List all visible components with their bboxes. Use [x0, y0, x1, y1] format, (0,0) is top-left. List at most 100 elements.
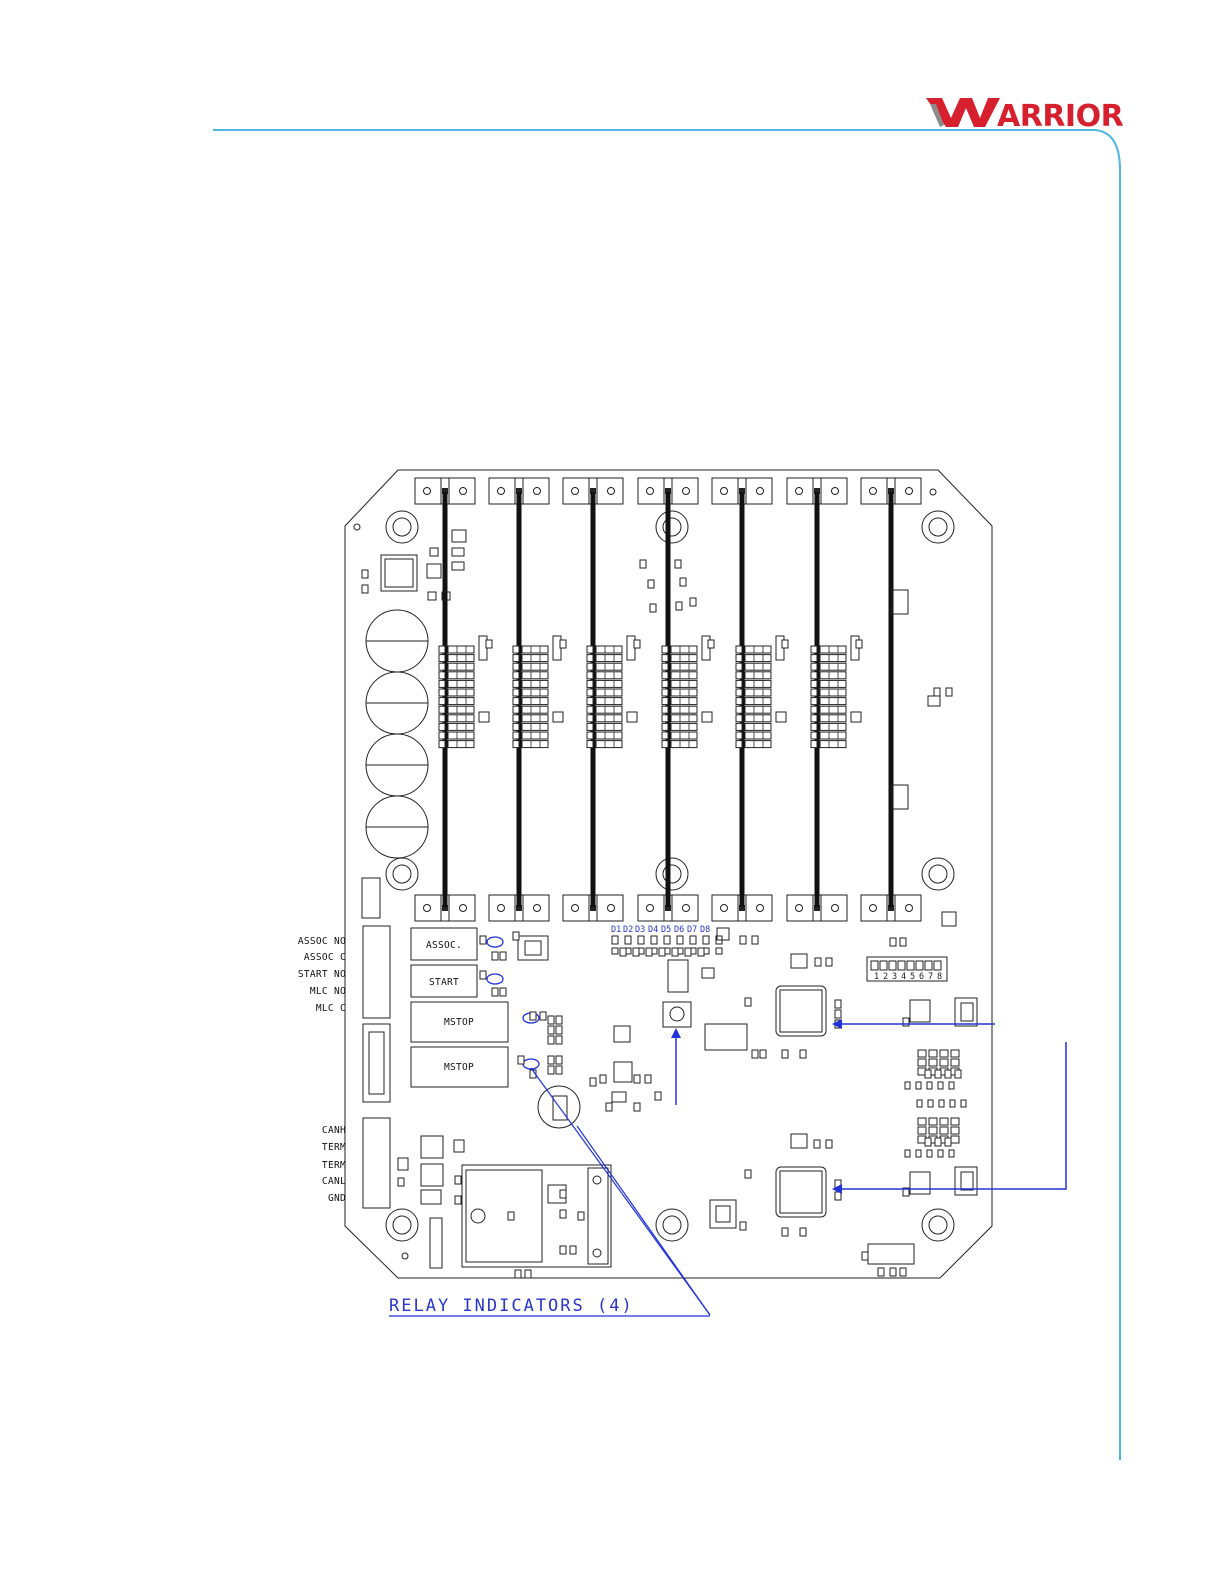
- smd-part: [856, 640, 862, 648]
- terminal-label: TERM: [322, 1142, 346, 1153]
- smd-part: [556, 1036, 562, 1044]
- relay-indicators-callout: RELAY INDICATORS (4): [389, 1296, 634, 1316]
- terminal-block-can: CANH TERM TERM CANL GND: [322, 1118, 390, 1208]
- wireless-module: [462, 1165, 611, 1267]
- smd-part: [800, 1228, 806, 1236]
- led-indicator: [487, 937, 503, 947]
- mounting-hole: [922, 511, 954, 543]
- dip-number: 2: [883, 972, 888, 982]
- smd-part: [945, 1138, 951, 1146]
- smd-part: [590, 1078, 596, 1086]
- smd-part: [455, 1176, 461, 1184]
- relay-label: ASSOC.: [426, 940, 462, 951]
- dip-cell: [916, 961, 923, 970]
- header-pins: [362, 878, 380, 918]
- smd-part: [675, 560, 681, 568]
- fiducial: [354, 524, 360, 530]
- led-pad: [664, 936, 670, 944]
- dip-number: 5: [910, 972, 915, 982]
- smd-part: [782, 1228, 788, 1236]
- smd-part: [515, 1270, 521, 1278]
- smd-part: [548, 1036, 554, 1044]
- dip-cell: [925, 961, 932, 970]
- smd-part: [708, 640, 714, 648]
- smd-part: [486, 640, 492, 648]
- smd-part: [525, 1270, 531, 1278]
- led-label: D7: [687, 925, 697, 935]
- pcb-board: ASSOC NO ASSOC C START NO MLC NO MLC C C…: [298, 470, 992, 1278]
- smd-part: [548, 1026, 554, 1034]
- smd-part: [814, 1140, 820, 1148]
- smd-part: [645, 1075, 651, 1083]
- smd-part: [760, 1050, 766, 1058]
- relay-label: MSTOP: [444, 1017, 474, 1028]
- smd-part: [680, 578, 686, 586]
- smd-part: [560, 640, 566, 648]
- smd-part: [556, 1026, 562, 1034]
- smd-part: [955, 1070, 961, 1078]
- terminal-label: CANH: [322, 1125, 346, 1136]
- terminal-block-io: ASSOC NO ASSOC C START NO MLC NO MLC C: [298, 926, 390, 1018]
- terminal-label: MLC NO: [310, 986, 346, 997]
- smd-part: [500, 952, 506, 960]
- smd-part: [745, 998, 751, 1006]
- smd-part: [530, 1012, 536, 1020]
- relay-label: MSTOP: [444, 1062, 474, 1073]
- dip-cell: [889, 961, 896, 970]
- smd-part: [398, 1178, 404, 1186]
- dip-number: 6: [919, 972, 924, 982]
- brand-wordmark: ARRIOR: [997, 99, 1124, 134]
- mounting-hole: [922, 1209, 954, 1241]
- smd-part: [500, 988, 506, 996]
- relay-label: START: [429, 977, 459, 988]
- regulator-ic: [427, 564, 441, 578]
- dip-number: 3: [892, 972, 897, 982]
- smd-part: [740, 1222, 746, 1230]
- smd-part: [935, 1070, 941, 1078]
- smd-part: [925, 1138, 931, 1146]
- smd-part: [634, 1103, 640, 1111]
- mounting-hole: [386, 1209, 418, 1241]
- smd-part: [659, 948, 665, 956]
- callout-leader: [577, 1126, 710, 1315]
- resistor-row: [905, 1082, 954, 1089]
- led-label: D5: [661, 925, 671, 935]
- smd-part: [492, 952, 498, 960]
- led-row: D1 D2 D3 D4 D5 D6 D7 D8: [611, 925, 722, 954]
- resistor-row: [917, 1100, 966, 1107]
- smd-part: [752, 936, 758, 944]
- smd-part: [600, 1075, 606, 1083]
- smd-part: [676, 602, 682, 610]
- smd-part: [560, 1210, 566, 1218]
- smd-part: [556, 1066, 562, 1074]
- smd-part: [672, 948, 678, 956]
- smd-part: [508, 1212, 514, 1220]
- smd-part: [633, 948, 639, 956]
- smd-part: [556, 1056, 562, 1064]
- relays: ASSOC. START MSTOP MSTOP: [411, 928, 548, 1087]
- smd-part: [890, 1268, 896, 1276]
- smd-part: [745, 1170, 751, 1178]
- terminal-label: MLC C: [316, 1003, 346, 1014]
- dip-number: 4: [901, 972, 906, 982]
- pushbutton: [663, 960, 714, 1027]
- smd-part: [782, 640, 788, 648]
- smd-part: [634, 640, 640, 648]
- warrior-logo: ARRIOR: [926, 98, 1124, 134]
- mounting-hole: [656, 1209, 688, 1241]
- smd-part: [934, 688, 940, 696]
- smd-part: [548, 1056, 554, 1064]
- dip-cell: [871, 961, 878, 970]
- fuse-holder: [363, 1024, 390, 1102]
- led-pad: [651, 936, 657, 944]
- smd-part: [634, 1075, 640, 1083]
- smd-part: [800, 1050, 806, 1058]
- terminal-label: GND: [328, 1193, 346, 1204]
- smd-part: [752, 1050, 758, 1058]
- mounting-hole: [656, 858, 688, 890]
- dip-number: 1: [874, 972, 879, 982]
- smd-part: [560, 1246, 566, 1254]
- mounting-hole: [922, 858, 954, 890]
- smd-part: [815, 958, 821, 966]
